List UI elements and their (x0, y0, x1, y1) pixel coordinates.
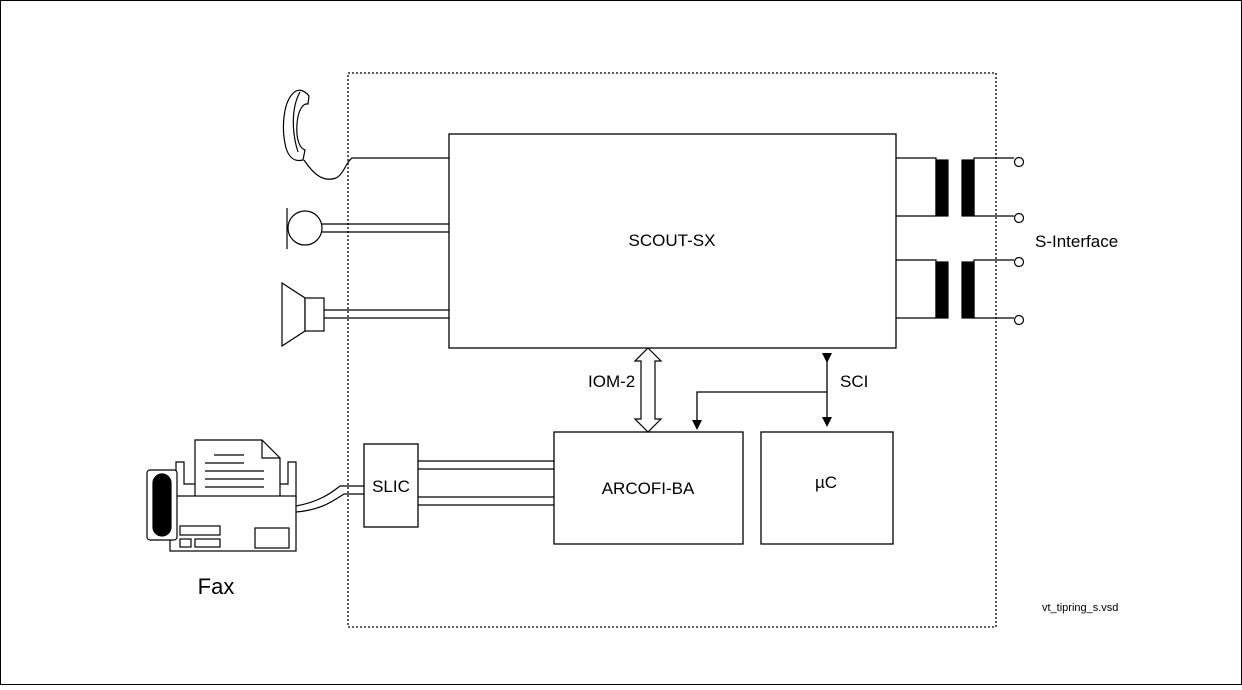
system-boundary (347, 72, 997, 628)
s-interface-label: S-Interface (1035, 232, 1118, 251)
scout-label: SCOUT-SX (629, 231, 716, 250)
sci-label: SCI (840, 372, 868, 391)
slic-arcofi-lines (418, 460, 554, 506)
transformer-icon (896, 157, 1014, 319)
iom-label: IOM-2 (588, 372, 635, 391)
slic-block: SLIC (363, 443, 419, 528)
terminal-icon (1013, 156, 1025, 326)
fax-label: Fax (198, 574, 235, 599)
arcofi-label: ARCOFI-BA (602, 479, 695, 498)
arcofi-block: ARCOFI-BA (553, 431, 744, 545)
handset-icon (282, 89, 449, 180)
scout-block: SCOUT-SX (448, 133, 897, 349)
microcontroller-block: µC (760, 431, 894, 545)
slic-label: SLIC (372, 477, 410, 496)
file-label: vt_tipring_s.vsd (1042, 602, 1118, 614)
sci-bus (692, 353, 832, 430)
uc-label: µC (815, 473, 837, 492)
iom-bus-arrow (633, 347, 663, 433)
loudspeaker-icon (281, 281, 449, 348)
microphone-icon (286, 208, 449, 249)
fax-machine-icon (146, 439, 364, 552)
